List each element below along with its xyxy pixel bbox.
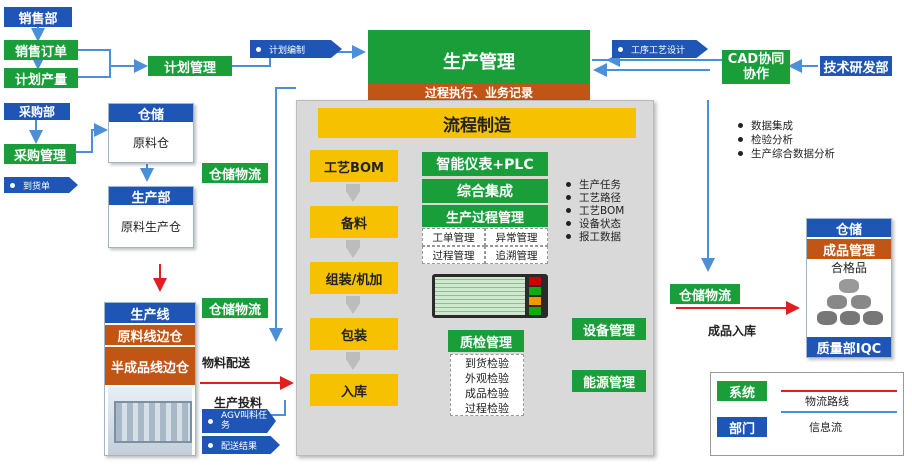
fg-mgmt: 成品管理 <box>807 239 891 259</box>
energy-mgmt[interactable]: 能源管理 <box>572 370 646 392</box>
plan-mgmt[interactable]: 计划管理 <box>148 56 232 76</box>
process-mgmt[interactable]: 生产过程管理 <box>422 205 548 227</box>
flow-bullets: 生产任务 工艺路径 工艺BOM 设备状态 报工数据 <box>566 178 646 243</box>
sales-order[interactable]: 销售订单 <box>4 40 78 60</box>
raw-storage-body: 原料仓 <box>132 135 169 150</box>
raw-storage-header: 仓储 <box>109 104 193 123</box>
bullet-icon <box>208 442 213 448</box>
flow-title: 流程制造 <box>318 108 636 138</box>
factory-racks <box>114 401 192 443</box>
purchase-mgmt[interactable]: 采购管理 <box>4 144 76 164</box>
legend-system: 系统 <box>717 381 767 401</box>
arrival-tag: 到货单 <box>4 177 78 193</box>
step-bom[interactable]: 工艺BOM <box>310 150 398 182</box>
material-delivery-label: 物料配送 <box>202 356 251 370</box>
plan-compile-tag: 计划编制 <box>250 40 342 58</box>
legend: 系统 物流路线 部门 信息流 <box>710 372 904 456</box>
box-stack-icon <box>807 275 891 331</box>
process-grid: 工单管理 异常管理 过程管理 追溯管理 <box>422 228 548 264</box>
qc-item: 外观检验 <box>465 371 509 385</box>
bullet-icon <box>10 182 15 188</box>
plan-output[interactable]: 计划产量 <box>4 68 78 88</box>
production-line-panel: 生产线 原料线边仓 半成品线边仓 <box>104 302 196 456</box>
semi-side-warehouse: 半成品线边仓 <box>105 347 195 385</box>
step-prep[interactable]: 备料 <box>310 206 398 238</box>
grid-process-mgmt[interactable]: 过程管理 <box>422 246 485 264</box>
integration[interactable]: 综合集成 <box>422 179 548 203</box>
smart-instrument[interactable]: 智能仪表+PLC <box>422 152 548 176</box>
production-subtitle: 过程执行、业务记录 <box>368 84 590 101</box>
logistics-lines <box>153 264 800 390</box>
fg-header: 仓储 <box>807 219 891 238</box>
finished-in-label: 成品入库 <box>708 324 757 338</box>
prod-dept-panel: 生产部 原料生产仓 <box>108 186 194 248</box>
qc-item: 成品检验 <box>465 386 509 400</box>
screen-table <box>435 277 525 315</box>
qualified-label: 合格品 <box>830 260 867 275</box>
warehouse-logistics-3[interactable]: 仓储物流 <box>670 284 740 304</box>
qc-dept: 质量部IQC <box>807 337 891 357</box>
legend-dept: 部门 <box>717 417 767 437</box>
legend-logistics-label: 物流路线 <box>805 395 849 408</box>
warehouse-logistics-1[interactable]: 仓储物流 <box>202 163 268 183</box>
step-packing[interactable]: 包装 <box>310 318 398 350</box>
legend-red-line <box>781 390 897 392</box>
rd-dept: 技术研发部 <box>820 56 892 76</box>
grid-trace-mgmt[interactable]: 追溯管理 <box>485 246 548 264</box>
prod-dept-body: 原料生产仓 <box>120 219 181 234</box>
qc-item: 到货检验 <box>465 356 509 370</box>
right-bullets: 数据集成 检验分析 生产综合数据分析 <box>738 118 878 160</box>
qc-mgmt[interactable]: 质检管理 <box>448 330 524 352</box>
fg-storage-panel: 仓储 成品管理 合格品 质量部IQC <box>806 218 892 358</box>
step-assembly[interactable]: 组装/机加 <box>310 262 398 294</box>
info-flow-lines <box>29 24 818 416</box>
cad-collab[interactable]: CAD协同协作 <box>722 50 790 84</box>
screen-indicators <box>529 277 541 315</box>
monitor-screen <box>432 274 548 318</box>
grid-order-mgmt[interactable]: 工单管理 <box>422 228 485 246</box>
production-mgmt[interactable]: 生产管理 <box>368 30 590 86</box>
prod-dept-header: 生产部 <box>109 187 193 206</box>
legend-info-label: 信息流 <box>809 421 842 434</box>
prod-feed-label: 生产投料 <box>214 396 263 410</box>
bullet-icon <box>256 46 261 52</box>
grid-exception-mgmt[interactable]: 异常管理 <box>485 228 548 246</box>
line-header: 生产线 <box>105 303 195 323</box>
raw-storage-panel: 仓储 原料仓 <box>108 103 194 163</box>
dispatch-tag: 配送结果 <box>202 436 280 454</box>
bullet-icon <box>208 418 213 424</box>
factory-image <box>108 387 192 455</box>
step-storage[interactable]: 入库 <box>310 374 398 406</box>
warehouse-logistics-2[interactable]: 仓储物流 <box>202 298 268 318</box>
sales-dept: 销售部 <box>4 7 72 27</box>
bullet-icon <box>618 46 623 52</box>
legend-blue-line <box>781 411 897 413</box>
raw-side-warehouse: 原料线边仓 <box>105 325 195 345</box>
qc-list: 到货检验 外观检验 成品检验 过程检验 <box>450 354 524 416</box>
purchase-dept: 采购部 <box>4 103 70 120</box>
qc-item: 过程检验 <box>465 401 509 415</box>
equipment-mgmt[interactable]: 设备管理 <box>572 318 646 340</box>
agv-tag: AGV叫料任务 <box>202 409 276 433</box>
tech-design-tag: 工序工艺设计 <box>612 40 708 58</box>
